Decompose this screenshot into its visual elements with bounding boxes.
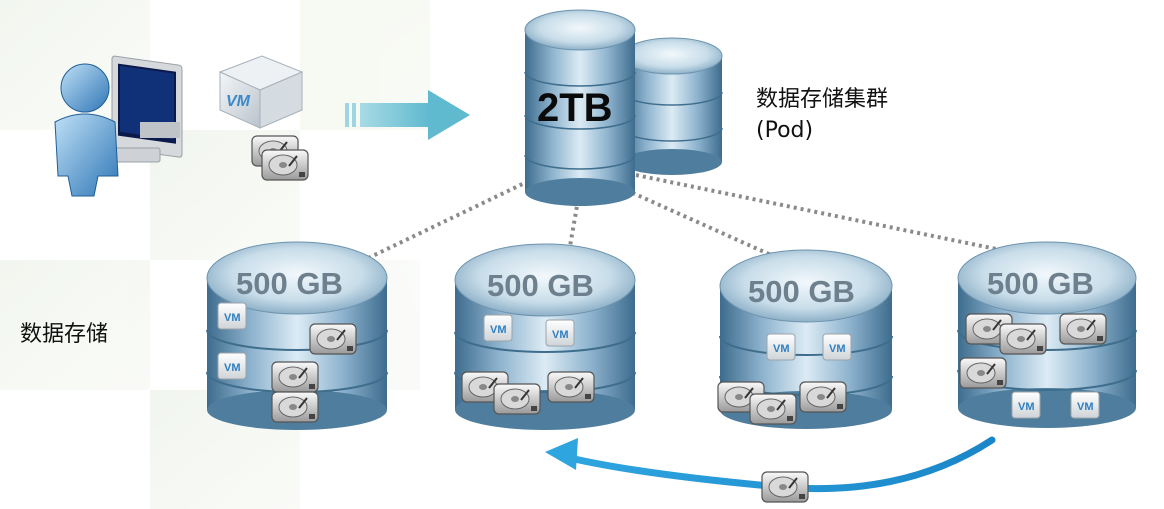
migration-arrow-icon [545, 436, 996, 503]
pod-label-line2: (Pod) [756, 118, 814, 143]
pod-label: 数据存储集群 (Pod) [756, 84, 888, 146]
datastore-capacity: 500 GB [748, 274, 855, 309]
datastore-capacity: 500 GB [236, 266, 343, 301]
vm-badge-label: VM [552, 329, 569, 341]
vm-box-icon: VM [218, 55, 304, 129]
vm-badge-label: VM [224, 312, 241, 324]
vm-badge-label: VM [1018, 401, 1035, 413]
vm-badge-label: VM [1077, 401, 1094, 413]
datastore-1 [206, 241, 388, 430]
svg-text:VM: VM [226, 93, 251, 110]
transfer-arrow-icon [345, 90, 470, 140]
datastore-label: 数据存储 [20, 322, 109, 347]
datastore-capacity: 500 GB [487, 268, 594, 303]
datastore-capacity: 500 GB [987, 266, 1094, 301]
vm-badge-label: VM [773, 343, 790, 355]
hard-disk-icon [261, 149, 309, 181]
vm-badge-label: VM [829, 343, 846, 355]
vm-badge-label: VM [490, 324, 507, 336]
pod-cluster [524, 9, 723, 206]
vm-badge-label: VM [224, 362, 241, 374]
pod-label-line1: 数据存储集群 [756, 87, 889, 112]
pod-capacity: 2TB [537, 86, 613, 130]
user-computer-icon [54, 55, 183, 197]
